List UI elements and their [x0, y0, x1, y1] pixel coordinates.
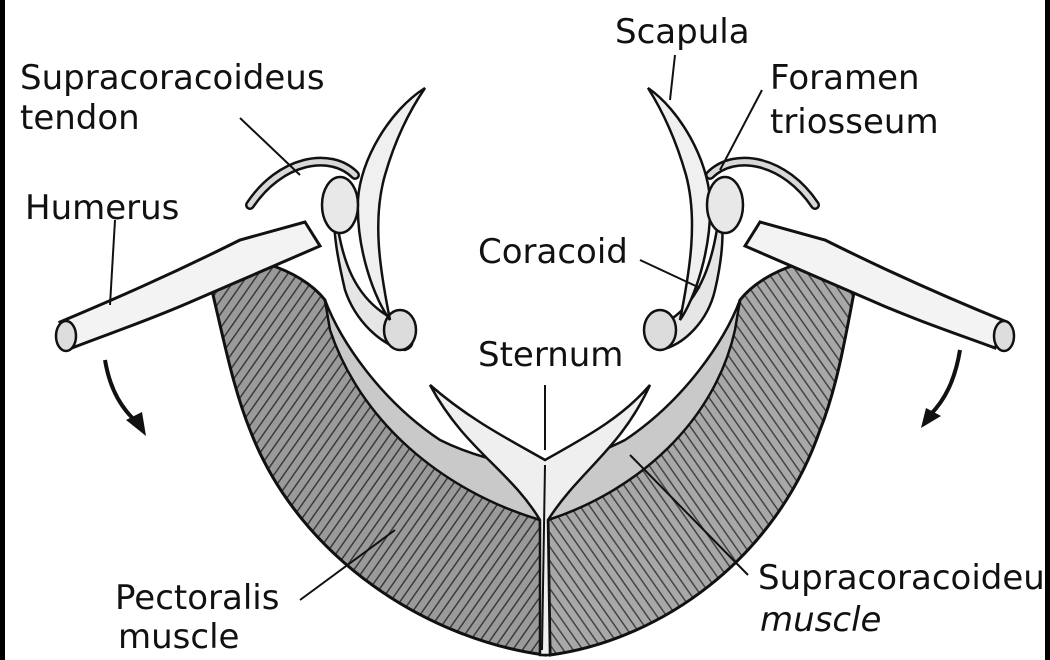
supracoracoideus-muscle-label-line1: Supracoracoideu [758, 558, 1045, 598]
scapula-label: Scapula [615, 12, 750, 52]
coracoid-label: Coracoid [478, 232, 628, 272]
humerus-label: Humerus [25, 188, 179, 228]
foramen-label-line2: triosseum [770, 102, 939, 142]
leader-supracoracoideus-tendon [240, 118, 300, 175]
downstroke-arrow-right [930, 350, 960, 415]
foramen-label-line1: Foramen [770, 58, 920, 98]
pectoralis-label-line1: Pectoralis [115, 578, 279, 618]
supracoracoideus-muscle-label-line2: muscle [760, 600, 881, 640]
humeral-head-left [322, 177, 358, 233]
coracoid-head-right [644, 310, 676, 350]
pectoralis-label-line2: muscle [118, 617, 239, 657]
scapula-left [358, 88, 425, 320]
leader-scapula [670, 55, 675, 100]
humeral-head-right [707, 177, 743, 233]
supracoracoideus-tendon-label-line1: Supracoracoideus [20, 58, 325, 98]
leader-humerus [110, 220, 115, 305]
downstroke-arrow-left [105, 360, 140, 425]
sternum-label: Sternum [478, 335, 623, 375]
supracoracoideus-tendon-label-line2: tendon [20, 98, 140, 138]
